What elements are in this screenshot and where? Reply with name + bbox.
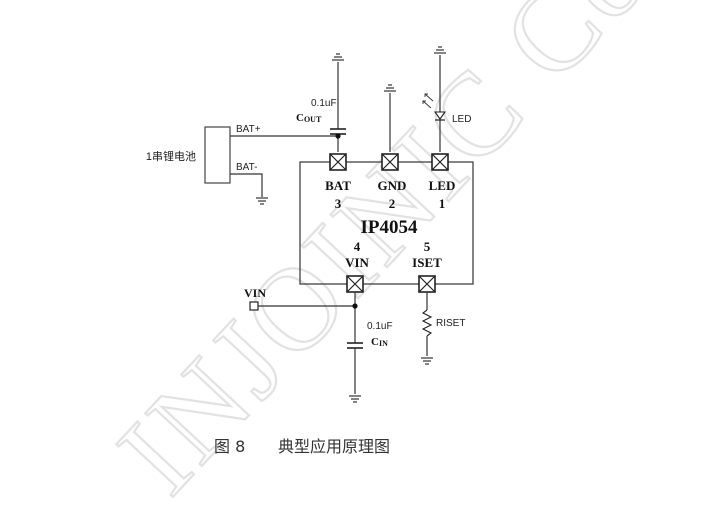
- cin-value: 0.1uF: [367, 321, 393, 332]
- pin-iset-number: 5: [424, 239, 431, 254]
- pin-led-number: 1: [439, 196, 446, 211]
- cin-capacitor: 0.1uF CIN: [347, 321, 393, 403]
- battery-ground-icon: [255, 197, 269, 205]
- cin-name: C: [371, 336, 379, 348]
- riset-label: RISET: [436, 318, 465, 329]
- led-label: LED: [452, 114, 471, 125]
- pin-led-box: [431, 153, 449, 171]
- cout-sub: OUT: [304, 115, 322, 124]
- pin-vin-number: 4: [354, 239, 361, 254]
- cout-name: C: [296, 112, 304, 124]
- pin-gnd-number: 2: [389, 196, 396, 211]
- pin-bat-box: [329, 153, 347, 171]
- led-light-arrows-icon: [422, 93, 434, 109]
- figure-caption: 图 8 典型应用原理图: [214, 437, 390, 456]
- pin-bat-name: BAT: [325, 178, 351, 193]
- cin-ground-icon: [348, 395, 362, 403]
- pin-vin-name: VIN: [345, 255, 369, 270]
- pin-iset-name: ISET: [412, 255, 442, 270]
- resistor-icon: [421, 309, 433, 337]
- gnd-ground-icon: [383, 84, 397, 92]
- pin-iset-box: [418, 275, 436, 293]
- pin-bat-number: 3: [335, 196, 342, 211]
- junction-dot: [352, 303, 358, 309]
- riset-ground-icon: [420, 357, 434, 365]
- battery-label: 1串锂电池: [146, 149, 196, 163]
- pin-gnd-box: [381, 153, 399, 171]
- vin-label: VIN: [244, 286, 266, 300]
- watermark-text: INJOINIC Corp.: [93, 0, 720, 513]
- battery-pos-pin: BAT+: [236, 124, 261, 135]
- led-diode-icon: [433, 111, 447, 120]
- battery: 1串锂电池 BAT+ BAT-: [146, 124, 338, 205]
- caption-figure: 图 8: [214, 437, 245, 456]
- pin-led-name: LED: [429, 178, 456, 193]
- junction-dot: [335, 133, 341, 139]
- battery-neg-pin: BAT-: [236, 162, 257, 173]
- vin-input: VIN: [244, 286, 358, 343]
- ic-name: IP4054: [361, 217, 419, 238]
- cout-ground-icon: [331, 53, 345, 61]
- svg-text:CIN: CIN: [371, 336, 388, 348]
- gnd-wire: [383, 84, 397, 152]
- vin-terminal-icon: [249, 301, 259, 311]
- pin-gnd-name: GND: [378, 178, 407, 193]
- svg-text:COUT: COUT: [296, 112, 322, 124]
- riset-resistor: RISET: [420, 292, 465, 365]
- cout-value: 0.1uF: [311, 98, 337, 109]
- watermark: INJOINIC Corp.: [92, 0, 720, 513]
- caption-title: 典型应用原理图: [278, 437, 390, 456]
- led-branch: LED: [422, 46, 471, 152]
- cout-capacitor: 0.1uF COUT: [296, 53, 346, 152]
- pin-vin-box: [346, 275, 364, 293]
- cin-sub: IN: [379, 339, 388, 348]
